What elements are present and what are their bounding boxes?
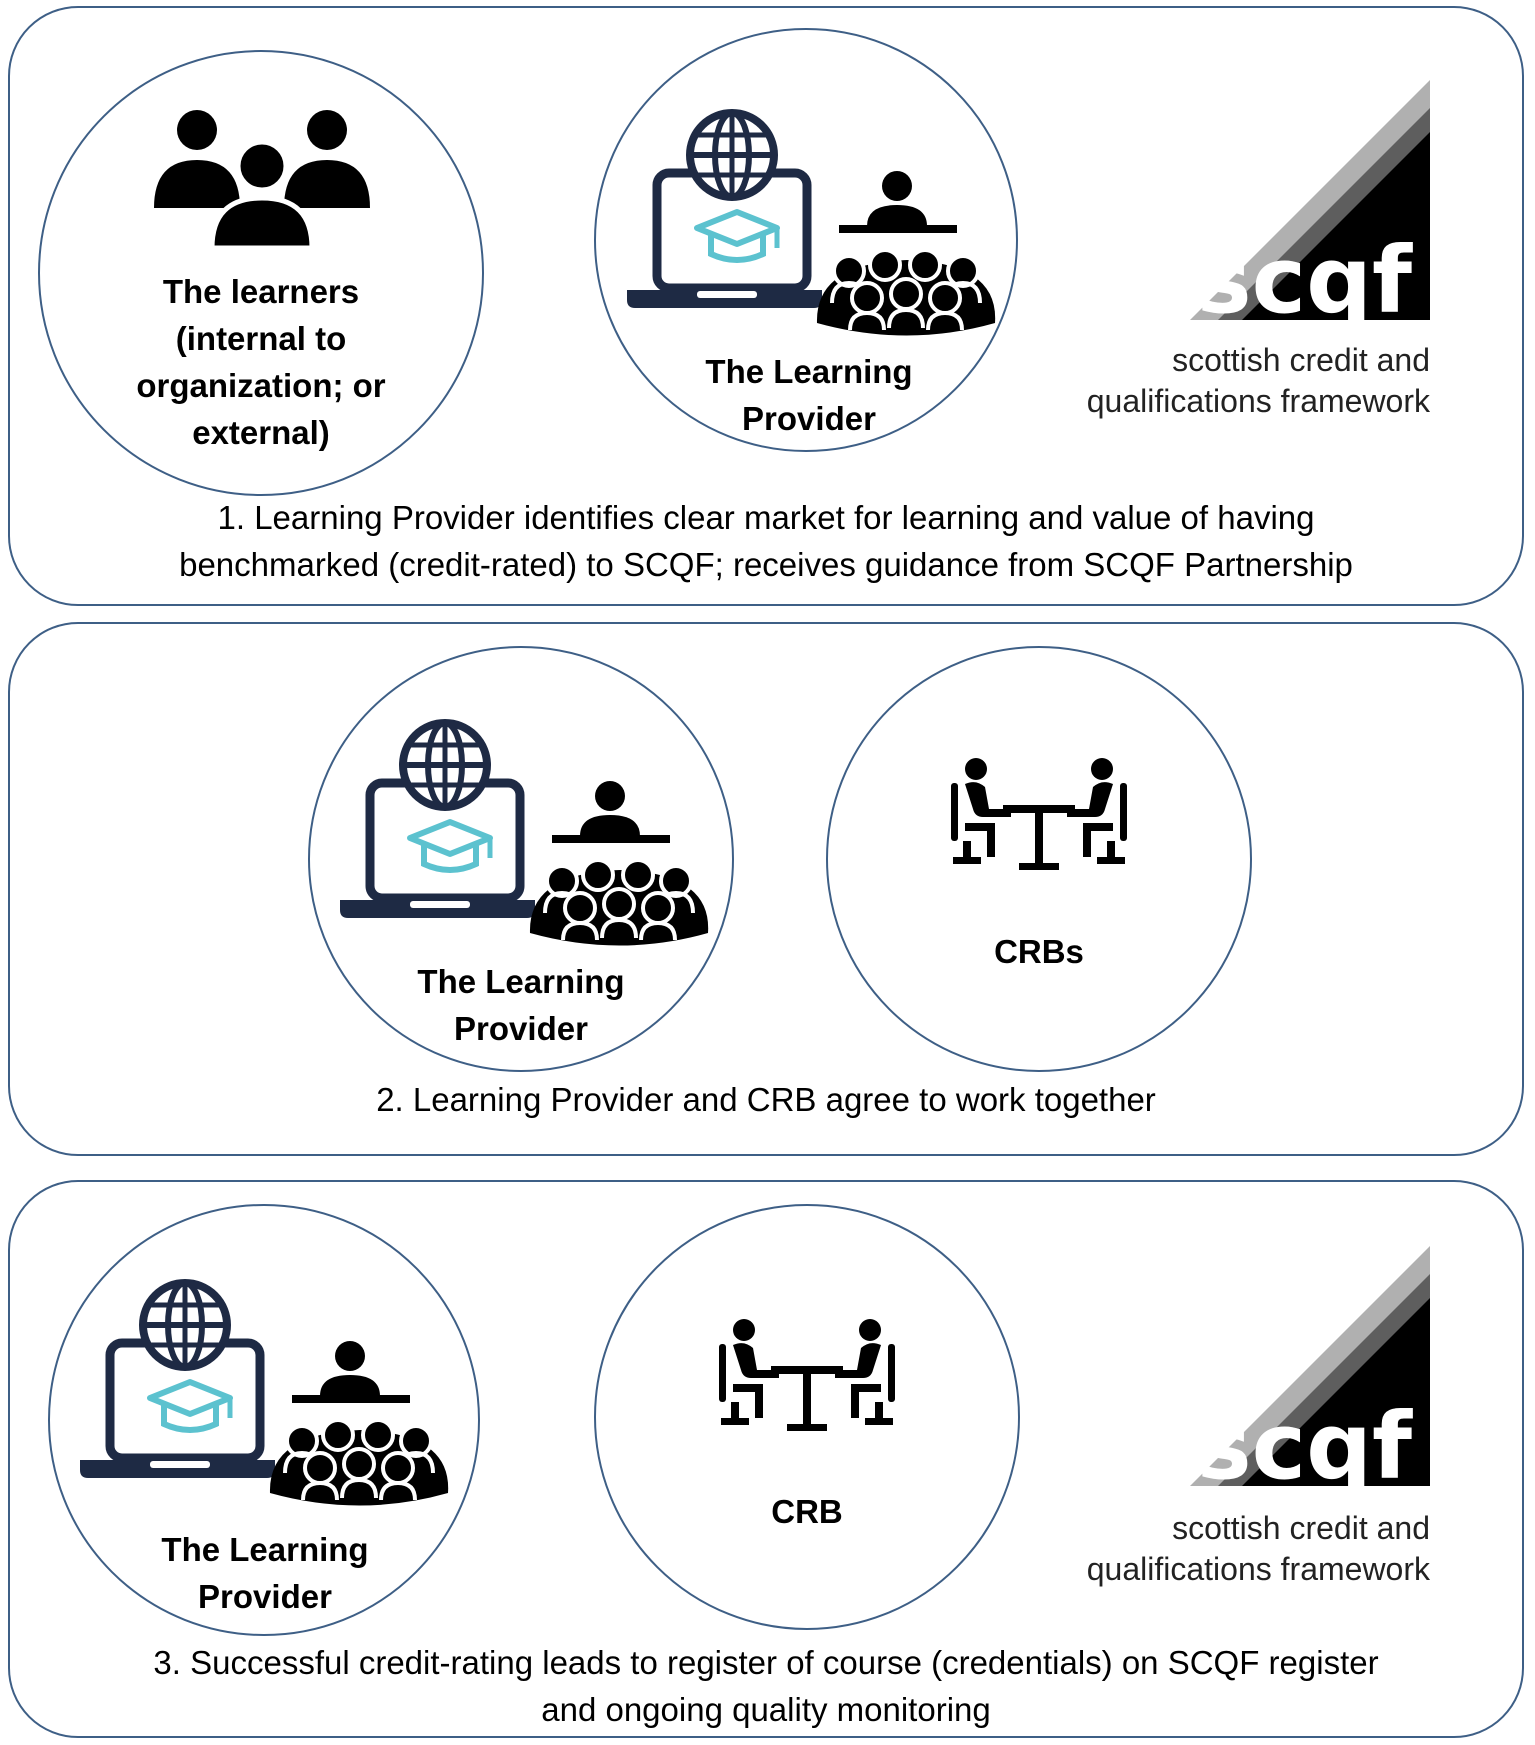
scqf-wordmark: scqf — [1197, 1393, 1413, 1486]
online-learning-provider-icon — [80, 1278, 450, 1508]
scqf-tagline: scottish credit and qualifications frame… — [1086, 1510, 1430, 1587]
scqf-logo: scqf ® scottish credit and qualification… — [1050, 1246, 1430, 1587]
step-2-panel: The Learning Provider CRBs 2. Learning P… — [8, 622, 1524, 1156]
scqf-tagline: scottish credit and qualifications frame… — [1086, 342, 1430, 419]
scqf-wordmark: scqf — [1197, 227, 1413, 320]
scqf-logo-mark: scqf ® — [1190, 1246, 1430, 1486]
online-learning-provider-icon — [340, 718, 710, 948]
step-3-panel: The Learning Provider CRB scqf ® scottis… — [8, 1180, 1524, 1738]
meeting-at-table-icon — [717, 1318, 897, 1438]
crbs-label: CRBs — [994, 933, 1084, 970]
group-of-people-icon — [152, 108, 372, 248]
learning-provider-label: The Learning Provider — [705, 353, 913, 437]
learning-provider-label: The Learning Provider — [161, 1531, 369, 1615]
step-1-caption: 1. Learning Provider identifies clear ma… — [179, 499, 1353, 583]
online-learning-provider-icon — [627, 108, 997, 338]
scqf-logo: scqf ® scottish credit and qualification… — [1050, 80, 1430, 420]
meeting-at-table-icon — [949, 757, 1129, 877]
learners-circle — [38, 50, 484, 496]
registered-mark: ® — [1428, 1470, 1430, 1486]
step-1-panel: The learners (internal to organization; … — [8, 6, 1524, 606]
crb-label: CRB — [771, 1493, 843, 1530]
step-2-caption: 2. Learning Provider and CRB agree to wo… — [376, 1081, 1156, 1118]
scqf-logo-mark: scqf ® — [1190, 80, 1430, 320]
registered-mark: ® — [1428, 304, 1430, 320]
learning-provider-label: The Learning Provider — [417, 963, 625, 1047]
learners-label: The learners (internal to organization; … — [136, 273, 386, 451]
step-3-caption: 3. Successful credit-rating leads to reg… — [153, 1644, 1379, 1728]
